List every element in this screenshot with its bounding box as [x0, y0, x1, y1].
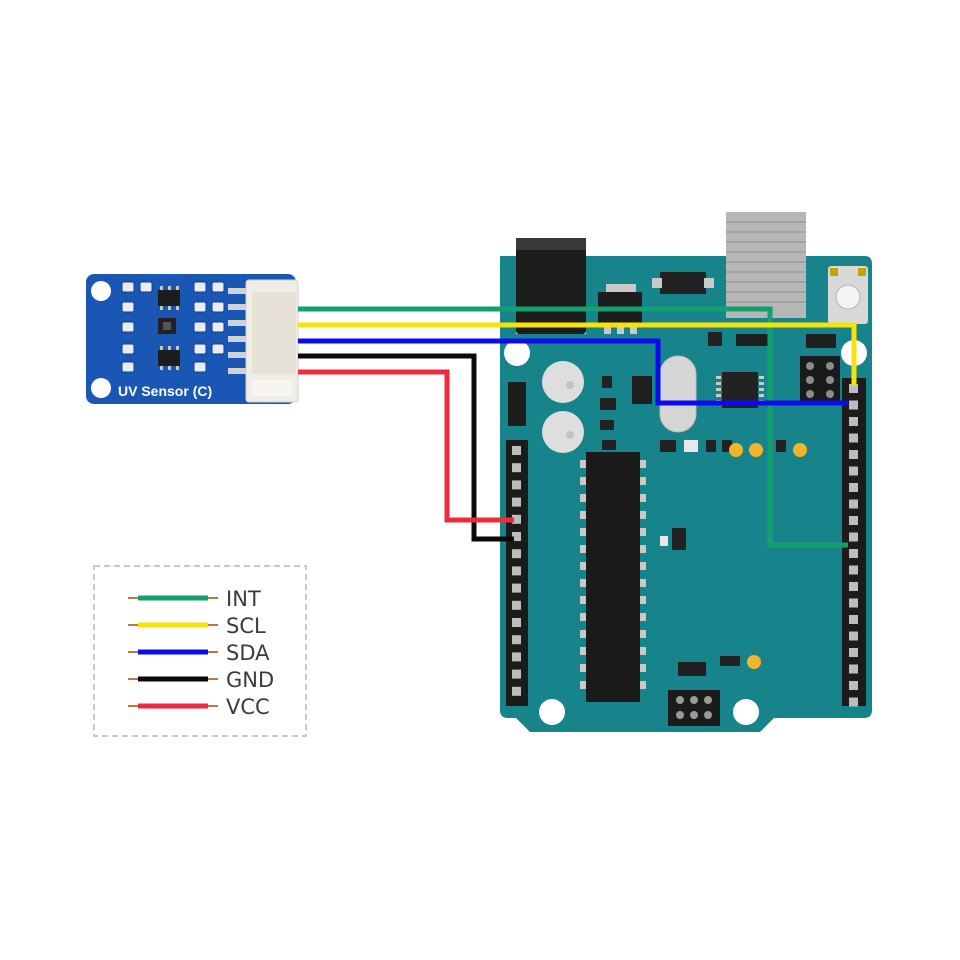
mcu-chip: [586, 452, 640, 702]
legend-item-scl: SCL: [128, 614, 266, 638]
legend-box: [93, 565, 307, 737]
uv-sensor-module: UV Sensor (C): [86, 274, 299, 404]
mount-hole-bl: [539, 699, 565, 725]
icsp-header-top: [800, 356, 840, 402]
capacitor-1: [542, 361, 584, 403]
header-left-pins: [512, 446, 521, 696]
sensor-mount-hole-bottom: [91, 378, 111, 398]
smd-components: [600, 332, 836, 676]
usb-connector: [726, 212, 806, 318]
header-right-pins: [849, 384, 858, 707]
legend-item-gnd: GND: [128, 668, 274, 692]
regulator: [660, 272, 706, 294]
legend-label-vcc: VCC: [226, 695, 270, 719]
legend-item-sda: SDA: [128, 641, 270, 665]
capacitor-2: [542, 411, 584, 453]
legend-item-int: INT: [128, 587, 261, 611]
mount-hole-br: [733, 699, 759, 725]
sensor-ic-top: [158, 290, 180, 306]
mcu-pins-left: [580, 460, 586, 689]
wire-int: [298, 306, 848, 548]
crystal: [659, 355, 697, 433]
wire-scl: [298, 322, 857, 386]
power-jack: [516, 238, 586, 334]
mcu-pins-right: [640, 460, 646, 689]
wire-sda: [298, 338, 848, 406]
arduino-board: [500, 212, 872, 732]
usb-connector-ribs: [726, 221, 806, 303]
legend-label-gnd: GND: [226, 668, 274, 692]
mount-hole-tl: [504, 340, 530, 366]
legend-label-sda: SDA: [226, 641, 270, 665]
legend-item-vcc: VCC: [128, 695, 270, 719]
wires: [298, 306, 857, 548]
sensor-components: [121, 281, 248, 374]
sensor-ic-bottom: [158, 350, 180, 366]
reset-button: [835, 284, 861, 310]
sensor-mount-hole-top: [91, 281, 111, 301]
status-leds: [729, 443, 807, 669]
diode: [508, 382, 526, 426]
wire-gnd: [298, 353, 514, 542]
power-jack-top: [516, 238, 586, 250]
wire-legend: INT SCL SDA GND VCC: [93, 565, 307, 737]
sensor-label: UV Sensor (C): [118, 383, 212, 399]
icsp-header-bottom: [668, 690, 720, 726]
wire-vcc: [298, 369, 514, 523]
legend-label-scl: SCL: [226, 614, 266, 638]
legend-label-int: INT: [226, 587, 261, 611]
